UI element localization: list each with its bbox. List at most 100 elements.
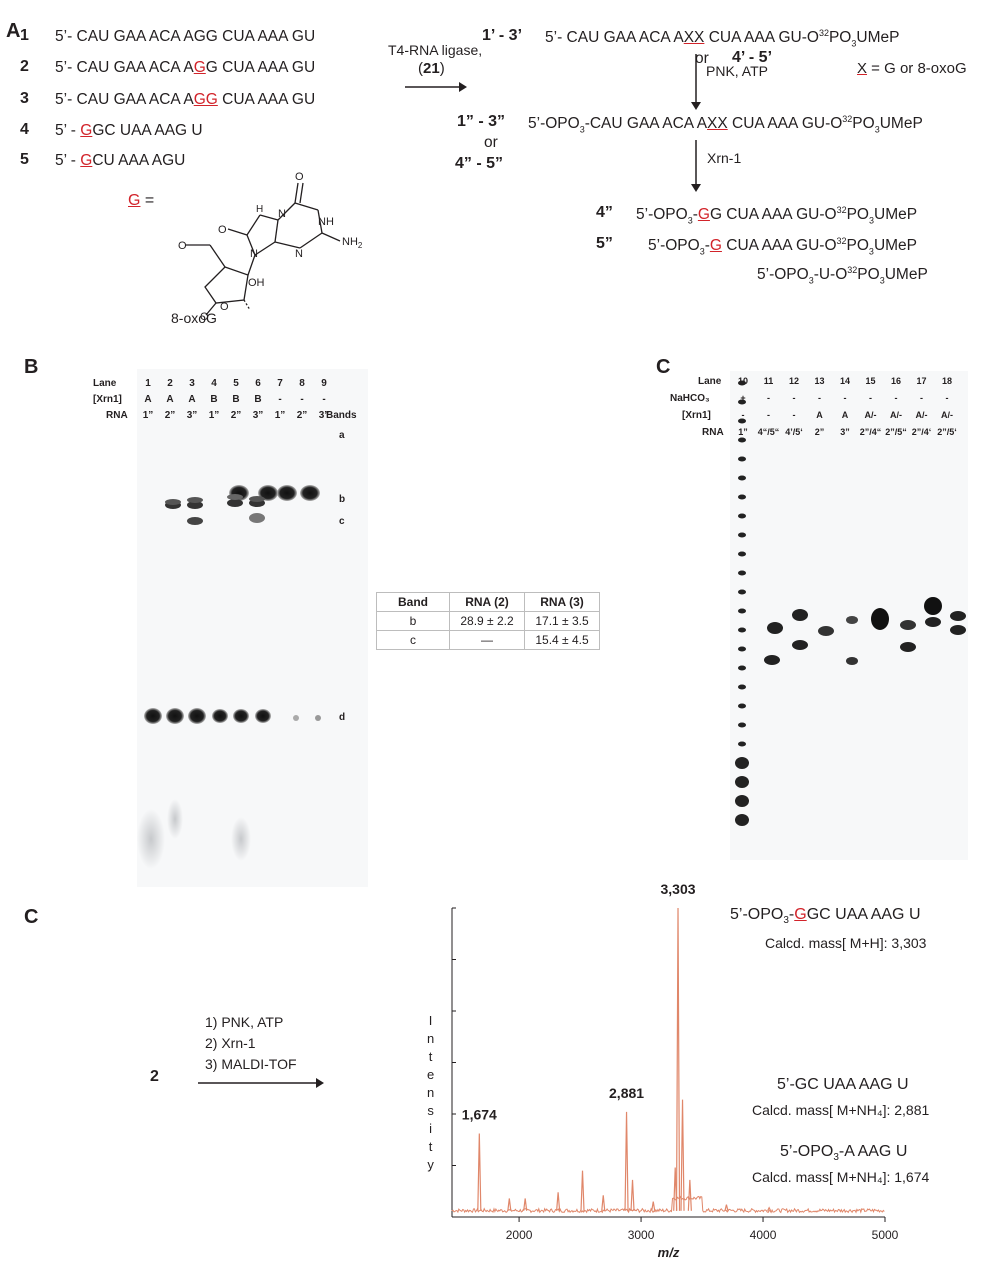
spectrum-peak	[624, 1111, 629, 1211]
final-product-sequence: 5’-OPO3-U-O32PO3UMeP	[757, 265, 928, 285]
sequence-row: 3	[20, 90, 29, 108]
lane-xrn1-label: -	[767, 410, 770, 420]
lane-nahco3-label: -	[869, 393, 872, 403]
seq-part: 5’-OPO	[730, 906, 784, 923]
sub: 3	[699, 246, 705, 257]
seq-part: PO	[846, 206, 869, 224]
gel-b-bands	[137, 485, 321, 869]
ladder-band	[738, 532, 746, 538]
seq-part: 5’- CAU GAA ACA A	[545, 29, 684, 47]
lane-xrn1-label: -	[792, 410, 796, 420]
lane-lanes-label: 15	[865, 376, 876, 386]
sub: 3	[783, 915, 789, 927]
row-label: RNA	[702, 427, 724, 438]
or-label: or	[695, 50, 709, 67]
lane-rna-label: 3”	[186, 410, 198, 421]
down-arrow-icon	[691, 140, 701, 192]
annotation-sequence: 5’-GC UAA AAG U	[777, 1076, 909, 1093]
ladder-band	[738, 494, 746, 500]
seq-suffix: G CUA AAA GU	[205, 59, 316, 76]
lane-rna-label: 3”	[840, 427, 850, 437]
lane-rna-label: 2”/5“	[885, 427, 907, 437]
seq-part: -	[788, 906, 795, 923]
lane-lanes-label: 17	[916, 376, 927, 386]
lane-xrn1-label: A	[816, 410, 823, 420]
sequence-number: 4	[20, 121, 29, 138]
lane-rna-label: 2”	[230, 410, 242, 421]
sequence-row: 2	[20, 58, 29, 76]
ladder-band	[735, 757, 749, 769]
lane-nahco3-label: -	[792, 393, 796, 403]
pnk-label: PNK, ATP	[706, 63, 768, 79]
table-header: RNA (2)	[449, 592, 525, 612]
peak-label: 3,303	[660, 881, 695, 897]
lane-nahco3-label: +	[740, 393, 746, 403]
lane-lanes-label: 16	[890, 376, 901, 386]
panel-b-label: B	[24, 356, 39, 378]
lane-xrn1-label: A/-	[864, 410, 877, 420]
nh-part: NH	[342, 236, 358, 248]
seq-prefix: 5’ -	[55, 152, 81, 169]
sequence-number: 2	[20, 58, 29, 75]
final-product-id: 4”	[596, 204, 613, 221]
table-header-row: Band RNA (2) RNA (3)	[376, 592, 600, 612]
seq-part: -	[704, 237, 710, 255]
sup: 32	[818, 28, 829, 38]
x-symbol: X	[857, 60, 868, 77]
annotation-sequence: 5’-OPO3-GGC UAA AAG U	[730, 906, 921, 926]
ladder-band	[738, 513, 746, 519]
lane-lanes-label: 1	[145, 378, 151, 389]
or-label: or	[484, 134, 498, 151]
seq-mod: G	[794, 906, 807, 923]
ladder-band	[738, 570, 746, 576]
lane-lanes-label: 4	[211, 378, 217, 389]
paren-open: (	[418, 60, 423, 77]
table-cell: c	[376, 630, 450, 650]
ladder-band	[738, 456, 746, 462]
n3-label: N	[295, 248, 303, 260]
x-axis-label: m/z	[658, 1245, 680, 1260]
lane-lanes-label: 2	[167, 378, 173, 389]
lane-xrn1-label: A	[841, 410, 849, 420]
seq-part: UMeP	[873, 237, 918, 255]
y-label-letter: s	[427, 1103, 434, 1118]
h-label: H	[256, 204, 263, 215]
sub: 3	[808, 275, 814, 286]
lane-lanes-label: 8	[299, 378, 305, 389]
seq-part: 5’-OPO	[780, 1143, 834, 1160]
gel-panel-c	[730, 371, 968, 860]
lane-rna-label: 2”/5‘	[937, 427, 957, 437]
ladder-band	[738, 722, 746, 728]
seq-part: 5’-OPO	[636, 206, 688, 224]
oxoguanosine-structure: O O O OH O H O NH NH2 N N N	[178, 171, 363, 323]
annotation-mass: Calcd. mass[ M+H]: 3,303	[765, 935, 927, 951]
seq-part: -CAU GAA ACA A	[584, 115, 708, 133]
sequence-row: 4	[20, 121, 29, 139]
paren-close: )	[439, 60, 445, 77]
ladder-band	[738, 627, 746, 633]
lane-xrn1-label: A/-	[941, 410, 953, 420]
peak-label: 1,674	[462, 1107, 497, 1123]
x-tick-label: 3000	[628, 1228, 655, 1242]
sub: 3	[833, 1152, 839, 1164]
lane-xrn1-label: A/-	[890, 410, 902, 420]
ring-oxygen: O	[220, 301, 229, 313]
lane-rna-label: 3”	[252, 410, 264, 421]
seq-part: CUA AAA GU-O	[727, 115, 843, 133]
final-product-id: 5”	[596, 235, 613, 252]
lane-nahco3-label: -	[843, 393, 847, 403]
lane-xrn1-label: A	[188, 394, 196, 405]
seq-prefix: 5’- CAU GAA ACA A	[55, 59, 194, 76]
spectrum-peak	[556, 1192, 561, 1211]
lane-xrn1-label: -	[322, 394, 326, 405]
lane-lanes-label: 11	[763, 376, 774, 386]
sup: 32	[842, 114, 853, 124]
table-header: RNA (3)	[524, 592, 600, 612]
reactant-number: 2	[150, 1068, 159, 1085]
equals: =	[144, 192, 155, 209]
annotation-sequence: 5’-OPO3-A AAG U	[780, 1143, 907, 1163]
seq-part: PO	[852, 115, 875, 133]
product-2-id: 1” - 3”	[457, 113, 506, 130]
y-label-letter: I	[428, 1013, 433, 1028]
